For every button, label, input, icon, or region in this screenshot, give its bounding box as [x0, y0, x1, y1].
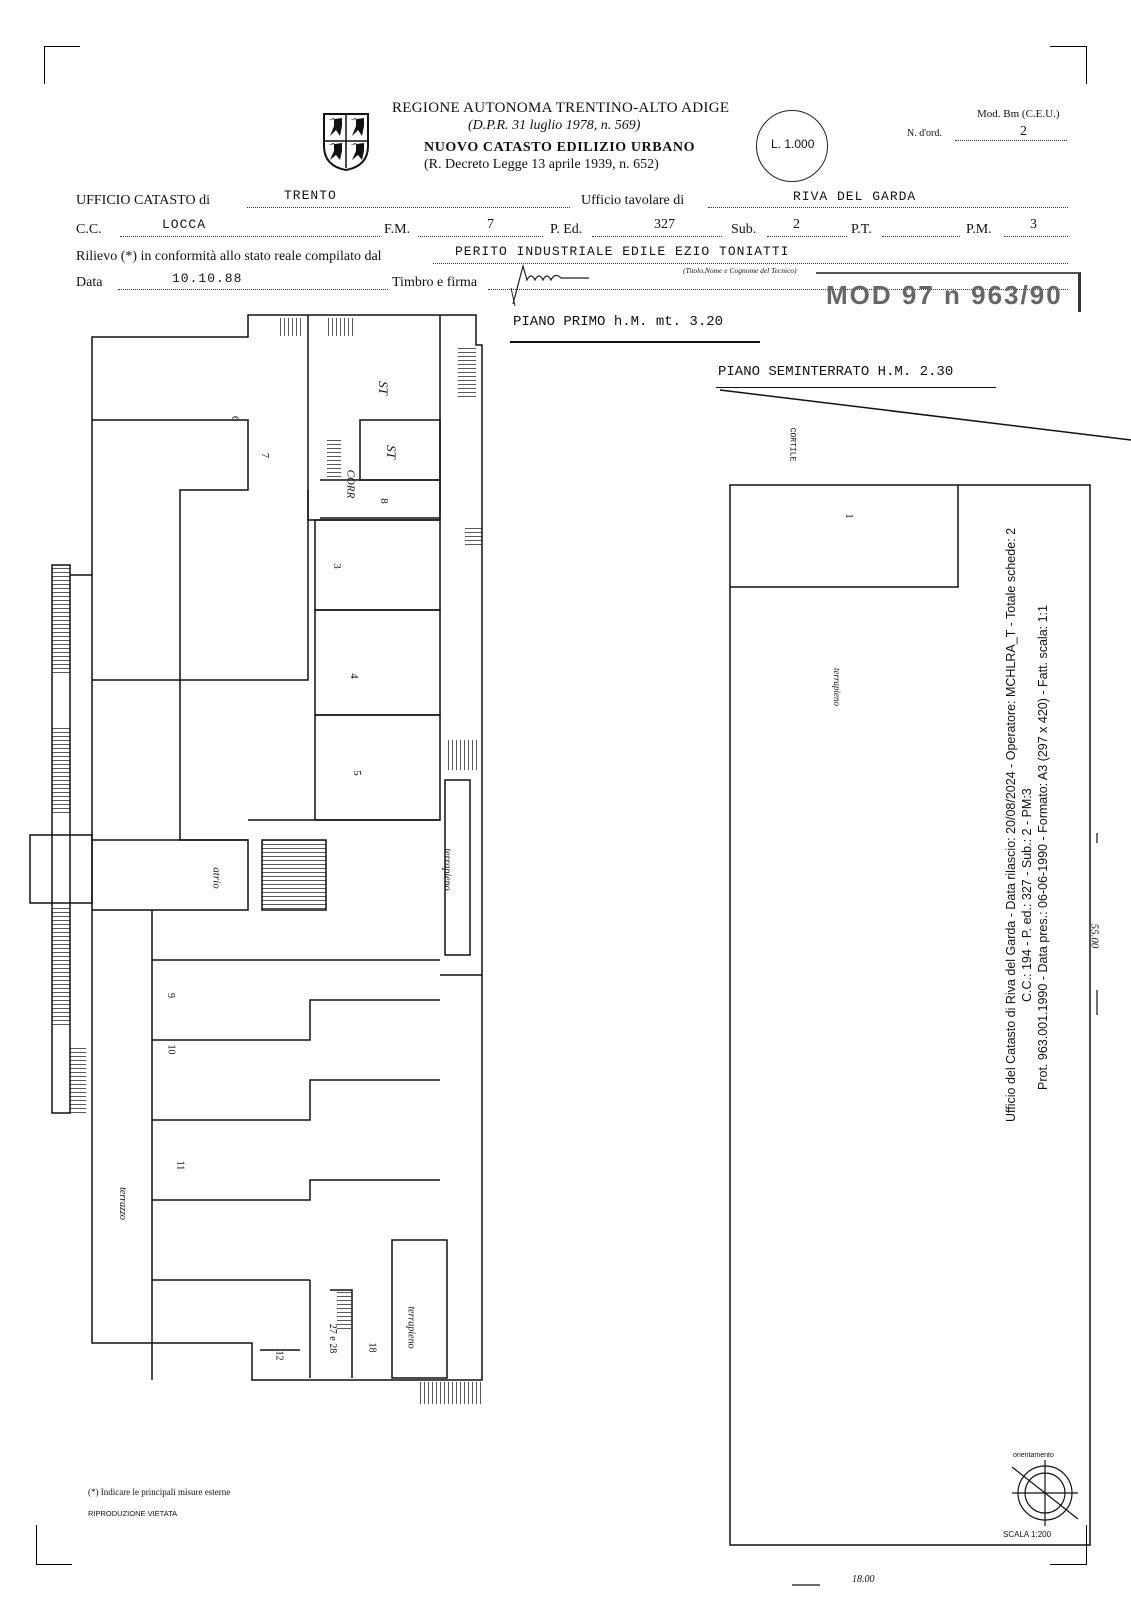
scala-label: SCALA 1:200: [1003, 1530, 1052, 1539]
room-label-11: 11: [174, 1160, 186, 1171]
room-label-3: 3: [330, 563, 343, 569]
room-label-terrapieno1: terrapieno: [441, 848, 453, 891]
orientamento-label: orientamento: [1013, 1452, 1054, 1459]
signature: [510, 263, 589, 307]
crop-mark: [1050, 46, 1086, 47]
room-label-4: 4: [347, 673, 360, 679]
room-label-st2: ST: [383, 445, 399, 459]
footnote: (*) Indicare le principali misure estern…: [88, 1487, 231, 1497]
room-label-10: 10: [165, 1044, 177, 1055]
room-label-12: 12: [273, 1350, 285, 1361]
room-label-6: 6: [229, 416, 240, 421]
room-label-terrapieno2: terrapieno: [405, 1306, 417, 1349]
data-value: 10.10.88: [172, 271, 243, 286]
crop-mark: [36, 1525, 37, 1565]
ufficio-catasto-label: UFFICIO CATASTO di: [76, 193, 210, 208]
pt-label: P.T.: [851, 222, 872, 237]
cc-label: C.C.: [76, 222, 102, 237]
region-title: REGIONE AUTONOMA TRENTINO-ALTO ADIGE: [392, 100, 730, 116]
crop-mark: [44, 46, 45, 84]
fm-label: F.M.: [384, 222, 411, 237]
n-ord-value: 2: [1020, 124, 1027, 139]
price-stamp: [756, 110, 828, 182]
crop-mark: [44, 46, 80, 47]
timbro-label: Timbro e firma: [392, 275, 478, 290]
coat-of-arms-icon: [323, 113, 369, 172]
tecnico-value: PERITO INDUSTRIALE EDILE EZIO TONIATTI: [455, 244, 790, 259]
piano-seminterrato-label: PIANO SEMINTERRATO H.M. 2.30: [718, 364, 954, 380]
pm-label: P.M.: [966, 222, 992, 237]
cc-value: LOCCA: [162, 217, 207, 232]
sub-value: 2: [793, 217, 800, 232]
side-line-3: Prot. 963.001.1990 - Data pres.: 06-06-1…: [1036, 605, 1050, 1090]
model-label: Mod. Bm (C.E.U.): [977, 108, 1060, 120]
room-label-1: 1: [842, 513, 855, 519]
room-label-st1: ST: [375, 381, 391, 395]
data-label: Data: [76, 275, 103, 290]
catasto-title: NUOVO CATASTO EDILIZIO URBANO: [424, 140, 696, 155]
piano-primo-underline: [510, 341, 760, 343]
ufficio-catasto-value: TRENTO: [284, 188, 337, 203]
pm-value: 3: [1030, 217, 1037, 232]
room-label-27-28: 27 e 28: [327, 1323, 339, 1354]
room-label-9: 9: [165, 993, 176, 998]
reproduction-notice: RIPRODUZIONE VIETATA: [88, 1509, 178, 1518]
ped-value: 327: [654, 217, 675, 232]
room-label-terrazzo: terrazzo: [116, 1187, 128, 1220]
room-label-atrio: atrio: [210, 867, 223, 889]
crop-mark: [1086, 46, 1087, 84]
price-label: L. 1.000: [771, 137, 815, 151]
room-label-18: 18: [366, 1342, 378, 1353]
room-label-terrapieno3: terrapieno: [832, 668, 842, 706]
room-label-7: 7: [259, 453, 270, 458]
n-ord-label: N. d'ord.: [907, 128, 942, 139]
tecnico-note: (Titolo,Nome e Cognome del Tecnico): [683, 266, 797, 275]
side-line-1: Ufficio del Catasto di Riva del Garda - …: [1004, 527, 1018, 1122]
ufficio-tavolare-label: Ufficio tavolare di: [581, 193, 685, 208]
dpr-reference: (D.P.R. 31 luglio 1978, n. 569): [468, 118, 641, 133]
dimension-width: 18.00: [852, 1574, 875, 1585]
room-label-8: 8: [377, 498, 390, 504]
piano-seminterrato-underline: [716, 387, 996, 388]
room-label-corr: CORR: [344, 469, 357, 499]
ped-label: P. Ed.: [550, 222, 583, 237]
mod97-stamp: MOD 97 n 963/90: [826, 280, 1063, 310]
rilievo-label: Rilievo (*) in conformità allo stato rea…: [76, 249, 382, 264]
cortile-label: CORTILE: [787, 427, 797, 462]
dimension-length: 55.00: [1088, 923, 1101, 949]
crop-mark: [1050, 1564, 1086, 1565]
room-label-5: 5: [350, 770, 363, 776]
piano-primo-label: PIANO PRIMO h.M. mt. 3.20: [513, 314, 724, 330]
sub-label: Sub.: [731, 222, 757, 237]
fm-value: 7: [487, 217, 494, 232]
side-line-2: C.C.: 194 - P. ed.: 327 - Sub.: 2 - PM:3: [1020, 788, 1034, 1002]
decreto-reference: (R. Decreto Legge 13 aprile 1939, n. 652…: [424, 157, 659, 172]
ufficio-tavolare-value: RIVA DEL GARDA: [793, 189, 917, 204]
crop-mark: [36, 1564, 72, 1565]
mod97-stamp-frame: [816, 272, 1081, 312]
